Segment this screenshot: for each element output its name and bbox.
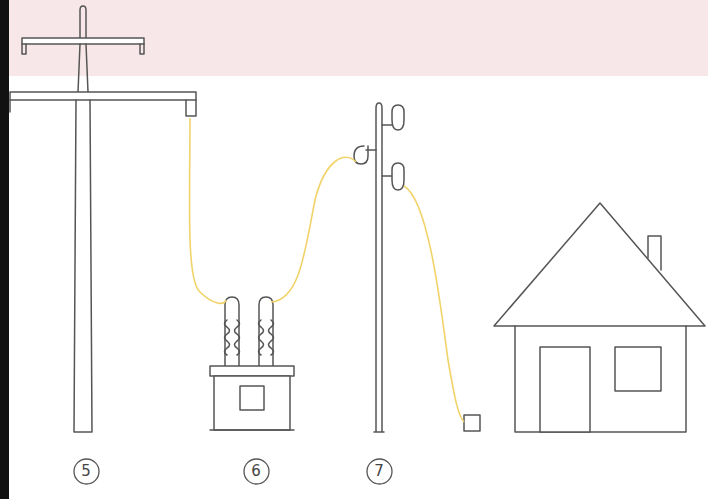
- left-bar: [0, 0, 9, 499]
- meter-box: [464, 415, 480, 431]
- transmission-pole: [10, 6, 196, 432]
- wire: [404, 186, 464, 422]
- callout-number: 5: [81, 464, 91, 479]
- callout-circle: 7: [366, 458, 393, 485]
- callout-number: 6: [251, 464, 261, 479]
- transformer: [210, 297, 294, 430]
- distribution-pole: [354, 103, 480, 432]
- house: [494, 203, 705, 432]
- callout-number: 7: [374, 464, 384, 479]
- callout-circle: 6: [243, 458, 270, 485]
- wire: [271, 157, 356, 302]
- wire: [189, 118, 226, 303]
- callout-circle: 5: [73, 458, 100, 485]
- power-wires: [189, 118, 464, 422]
- top-band: [9, 0, 708, 76]
